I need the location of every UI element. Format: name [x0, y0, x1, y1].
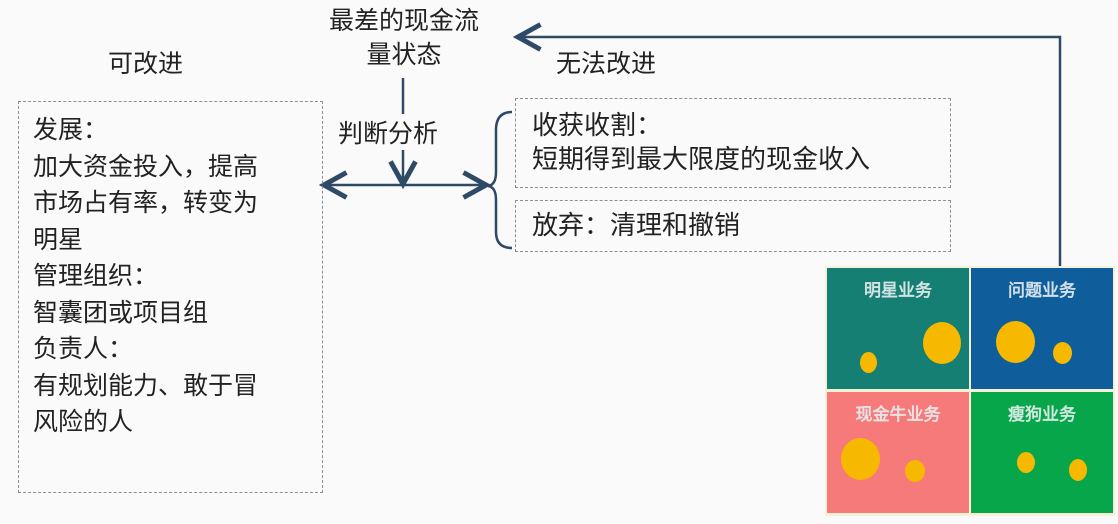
line: 明星 [33, 224, 84, 254]
harvest-text: 收获收割： 短期得到最大限度的现金收入 [532, 109, 870, 177]
bubble [905, 460, 925, 482]
cash-cow-quadrant: 现金牛业务 [827, 392, 969, 513]
bubble [923, 322, 961, 364]
title-line: 量状态 [366, 40, 442, 69]
line: 有规划能力、敢于冒 [33, 370, 259, 400]
dog-quadrant: 瘦狗业务 [971, 392, 1113, 513]
line: 智囊团或项目组 [33, 297, 209, 327]
question-quadrant: 问题业务 [971, 268, 1113, 389]
not-improvable-heading: 无法改进 [556, 49, 657, 78]
abandon-text: 放弃：清理和撤销 [532, 211, 741, 241]
improvable-box: 发展： 加大资金投入，提高 市场占有率，转变为 明星 管理组织： 智囊团或项目组… [18, 101, 323, 493]
star-quadrant: 明星业务 [827, 268, 969, 389]
brace [487, 110, 513, 250]
bubble [1053, 342, 1072, 364]
line: 市场占有率，转变为 [33, 188, 259, 217]
line: 短期得到最大限度的现金收入 [532, 145, 871, 175]
line: 收获收割： [532, 111, 663, 141]
bubble [1069, 459, 1087, 481]
line: 发展： [33, 115, 109, 144]
line: 加大资金投入，提高 [33, 151, 259, 181]
line: 负责人： [33, 334, 134, 363]
quadrant-label: 明星业务 [864, 281, 932, 301]
worst-cashflow-title: 最差的现金流 量状态 [314, 4, 494, 72]
judgement-label: 判断分析 [338, 114, 439, 150]
line: 风险的人 [33, 407, 134, 436]
line: 管理组织： [33, 261, 159, 290]
quadrant-label: 现金牛业务 [855, 405, 941, 425]
bcg-matrix: 明星业务 问题业务 现金牛业务 瘦狗业务 [825, 266, 1115, 516]
abandon-box: 放弃：清理和撤销 [515, 200, 951, 252]
improvable-heading: 可改进 [108, 49, 184, 78]
bubble [996, 321, 1035, 363]
harvest-box: 收获收割： 短期得到最大限度的现金收入 [515, 98, 951, 188]
title-line: 最差的现金流 [328, 6, 479, 35]
quadrant-label: 问题业务 [1008, 281, 1076, 301]
bubble [841, 438, 880, 480]
feedback-arrow [518, 37, 1062, 268]
quadrant-label: 瘦狗业务 [1008, 405, 1076, 425]
bubble [1017, 452, 1035, 473]
improvable-text: 发展： 加大资金投入，提高 市场占有率，转变为 明星 管理组织： 智囊团或项目组… [33, 112, 258, 441]
bubble [860, 352, 877, 373]
